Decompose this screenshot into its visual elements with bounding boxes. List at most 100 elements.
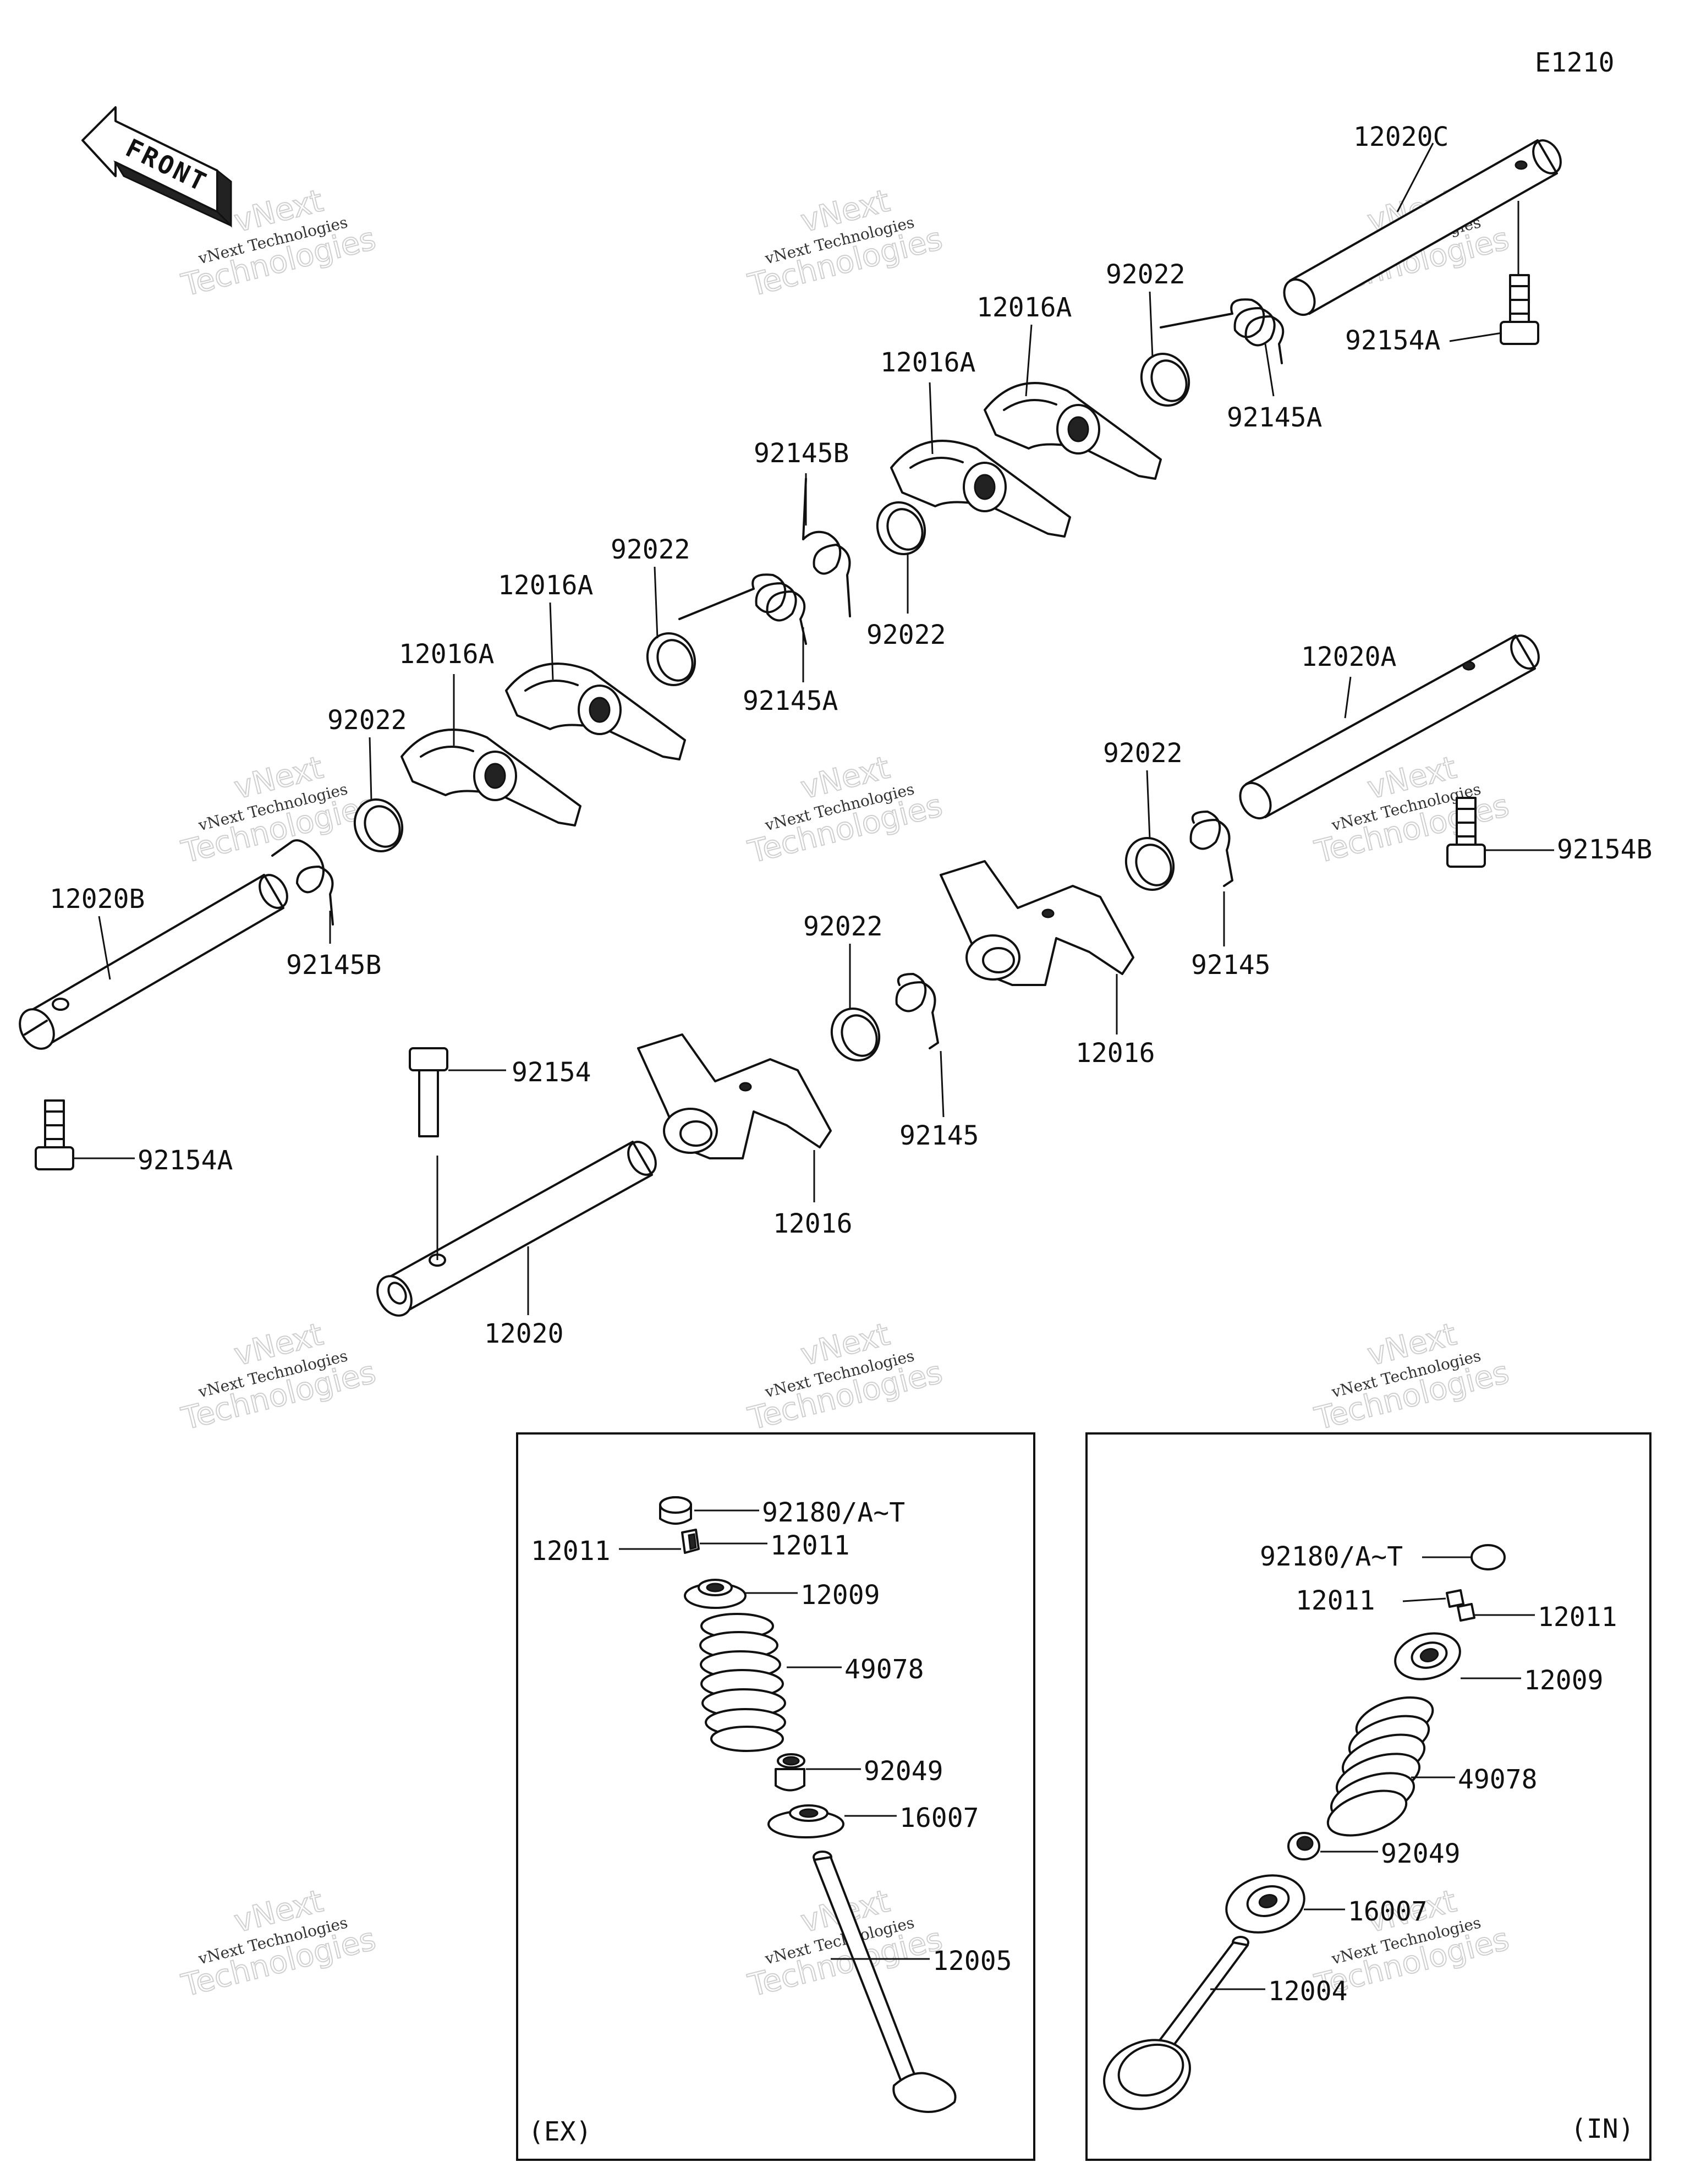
rocker-arm-12016A-3	[505, 663, 686, 760]
callout-92180-ex: 92180/A~T	[762, 1497, 905, 1528]
shaft-12020C	[1283, 139, 1562, 316]
rocker-arm-12016A-1	[984, 382, 1162, 480]
watermark: vNext vNext Technologies Technologies	[178, 1316, 380, 1437]
callout-92180-in: 92180/A~T	[1260, 1541, 1403, 1572]
callout-92154: 92154	[512, 1057, 591, 1088]
callout-92022-b: 92022	[866, 620, 946, 650]
callout-12016-b: 12016	[773, 1208, 853, 1239]
panel-ex-tag: (EX)	[528, 2116, 592, 2147]
watermark: vNext vNext Technologies Technologies	[1311, 1882, 1513, 2004]
spring-92145-b	[895, 973, 939, 1049]
callout-92145A-a: 92145A	[1227, 402, 1322, 433]
callout-12016A-b: 12016A	[880, 347, 975, 378]
callout-12004-in: 12004	[1268, 1976, 1348, 2007]
callout-92145-a: 92145	[1191, 950, 1271, 981]
callout-12020C: 12020C	[1353, 122, 1448, 152]
valve-spring-49078-ex	[699, 1613, 786, 1752]
callout-12016A-a: 12016A	[976, 292, 1072, 323]
spring-92145A-b	[678, 573, 807, 645]
watermark: vNext vNext Technologies Technologies	[1311, 1316, 1513, 1437]
watermark: vNext vNext Technologies Technologies	[744, 1316, 947, 1437]
washer-92022-a	[1140, 353, 1190, 407]
callout-12016-a: 12016	[1076, 1038, 1155, 1069]
callout-92154B: 92154B	[1557, 834, 1652, 865]
washer-92022-c	[646, 632, 696, 686]
callout-12011-in-right: 12011	[1538, 1602, 1617, 1633]
callout-12011-in-left: 12011	[1296, 1585, 1375, 1616]
diagram-code: E1210	[1535, 47, 1615, 78]
callout-92022-c: 92022	[611, 534, 690, 565]
retainer-12009-ex	[684, 1579, 747, 1609]
valve-12005-ex	[813, 1851, 957, 2113]
washer-92022-f	[830, 1008, 881, 1061]
callout-92022-e: 92022	[1103, 738, 1183, 769]
callout-16007-in: 16007	[1348, 1896, 1428, 1927]
callout-12009-ex: 12009	[800, 1580, 880, 1611]
callout-16007-ex: 16007	[899, 1803, 979, 1833]
callout-labels: 12020C 92154A 92022 92145A 12016A 12016A…	[50, 122, 1652, 1349]
keeper-12011-ex	[681, 1529, 700, 1554]
front-arrow-icon: FRONT	[81, 106, 232, 228]
keeper-12011-in	[1446, 1589, 1475, 1622]
spring-92145-a	[1189, 811, 1233, 887]
valve-12004-in	[1103, 1936, 1249, 2110]
callout-92049-in: 92049	[1381, 1838, 1461, 1869]
shaft-12020A	[1239, 634, 1540, 819]
shim-92180-ex	[659, 1496, 692, 1525]
watermark: vNext vNext Technologies Technologies	[178, 1882, 380, 2004]
shaft-12020B	[19, 874, 288, 1050]
rocker-arm-12016-1	[940, 860, 1134, 986]
callout-12020B: 12020B	[50, 884, 145, 915]
panel-in-frame	[1085, 1432, 1651, 2161]
callout-92145B-a: 92145B	[754, 438, 849, 469]
callout-92022-a: 92022	[1106, 259, 1186, 290]
valve-seal-92049-in	[1287, 1832, 1320, 1860]
callout-12009-in: 12009	[1524, 1665, 1604, 1696]
panel-in-tag: (IN)	[1571, 2114, 1634, 2144]
callout-12011-ex-left: 12011	[531, 1536, 611, 1567]
panel-ex-frame	[516, 1432, 1035, 2161]
washer-92022-e	[1124, 837, 1175, 891]
spring-92145A-a	[1160, 298, 1285, 364]
callout-92145B-b: 92145B	[286, 950, 381, 981]
panel-in: 92180/A~T 12011 12011 12009 49078 92049 …	[1085, 1432, 1651, 2161]
callout-92049-ex: 92049	[864, 1756, 943, 1787]
bolt-92154	[409, 1047, 448, 1137]
callout-92154A-top: 92154A	[1345, 325, 1440, 356]
callout-12020A: 12020A	[1301, 642, 1396, 672]
washer-92022-b	[876, 501, 926, 555]
rocker-arm-12016-2	[637, 1033, 832, 1159]
callout-92145-b: 92145	[899, 1120, 979, 1151]
callout-12016A-d: 12016A	[399, 639, 494, 670]
bolt-92154A-bottom	[35, 1099, 74, 1170]
watermark: vNext vNext Technologies Technologies	[744, 182, 947, 304]
retainer-12009-in	[1394, 1632, 1461, 1681]
bolt-92154A-top	[1500, 274, 1539, 345]
rocker-arm-12016A-2	[890, 440, 1071, 538]
callout-49078-ex: 49078	[844, 1654, 924, 1685]
valve-seal-92049-ex	[775, 1753, 805, 1792]
callout-12016A-c: 12016A	[498, 570, 593, 601]
valve-spring-49078-in	[1326, 1696, 1434, 1837]
bolt-92154B	[1446, 797, 1486, 868]
spring-92145B-b	[271, 839, 334, 926]
shim-92180-in	[1470, 1544, 1506, 1570]
washer-92022-d	[353, 798, 404, 852]
watermark: vNext vNext Technologies Technologies	[178, 749, 380, 871]
callout-92154A-bottom: 92154A	[138, 1145, 233, 1176]
callout-92145A-b: 92145A	[743, 686, 838, 716]
callout-49078-in: 49078	[1458, 1764, 1538, 1795]
shaft-12020	[376, 1141, 657, 1317]
spring-seat-16007-ex	[767, 1804, 844, 1838]
watermark: vNext vNext Technologies Technologies	[744, 749, 947, 871]
callout-92022-d: 92022	[327, 705, 407, 736]
callout-12020: 12020	[484, 1318, 564, 1349]
leader-lines	[74, 143, 1554, 1315]
callout-12005-ex: 12005	[932, 1946, 1012, 1977]
panel-ex: 92180/A~T 12011 12011 12009 49078 92049 …	[516, 1432, 1035, 2161]
callout-12011-ex-right: 12011	[770, 1530, 850, 1561]
spring-92145B-a	[802, 478, 851, 617]
spring-seat-16007-in	[1225, 1874, 1305, 1934]
callout-92022-f: 92022	[803, 911, 883, 942]
